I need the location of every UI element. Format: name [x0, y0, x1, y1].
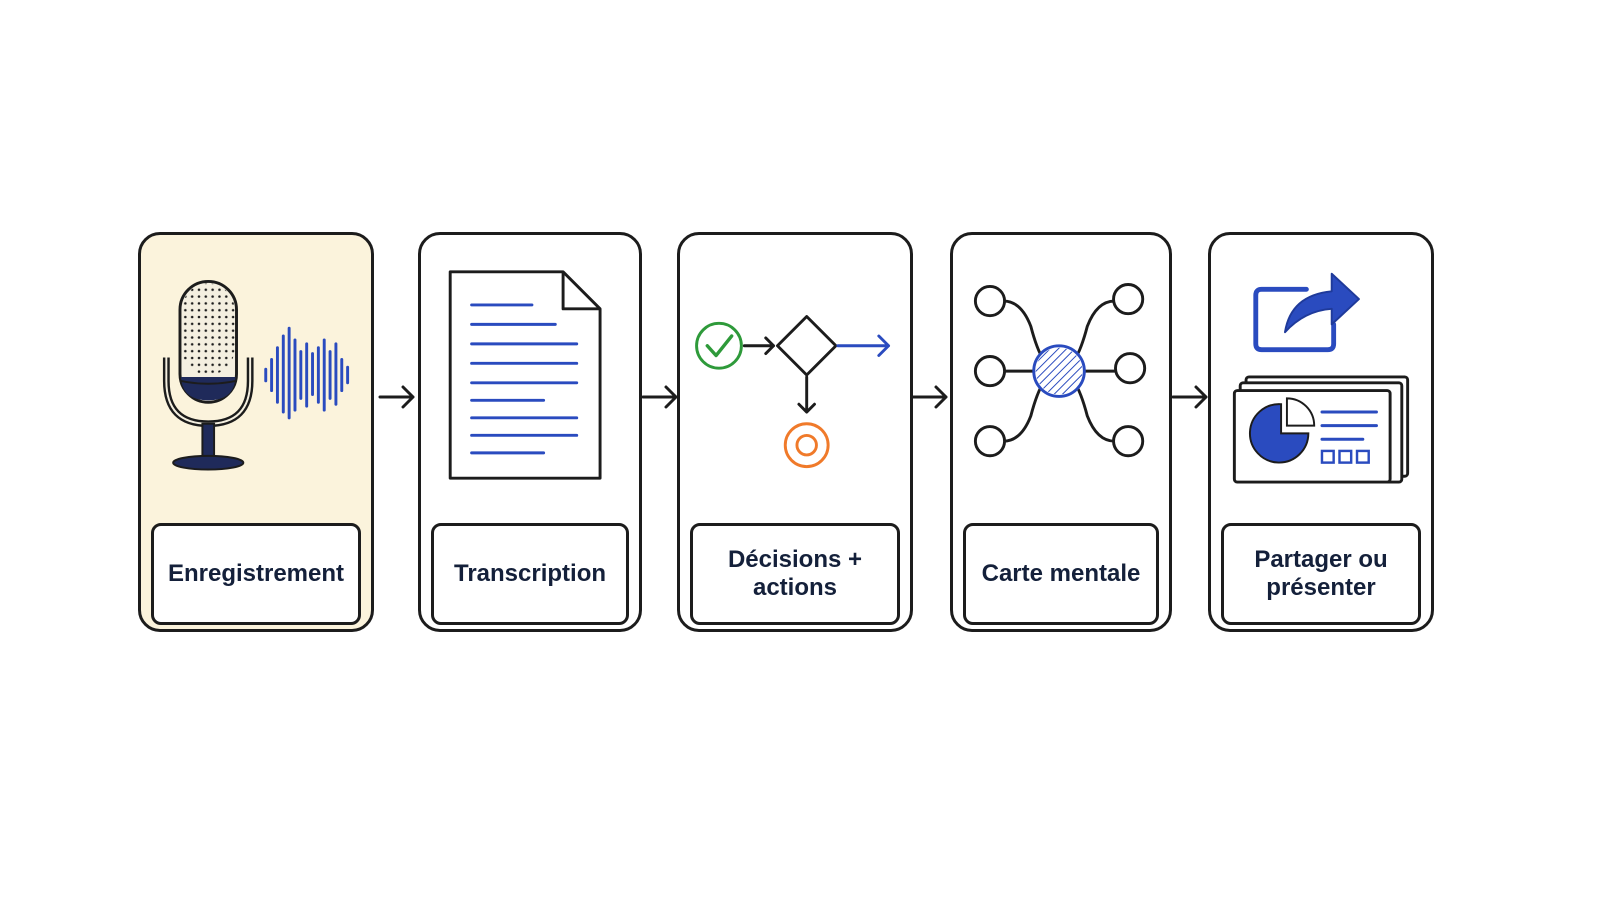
step-label: Enregistrement	[167, 560, 345, 587]
arrow-right-icon	[378, 385, 415, 409]
step-mind-map: Carte mentale	[950, 232, 1172, 632]
share-icon	[1253, 272, 1360, 353]
step-share-present: Partager ou présenter	[1208, 232, 1434, 632]
decisions-illustration	[695, 315, 891, 469]
flow-arrow	[742, 336, 776, 356]
arrow-right-icon	[1171, 385, 1208, 409]
mind-map-icon	[973, 283, 1147, 458]
step-decisions-actions: Décisions + actions	[677, 232, 913, 632]
microphone-icon	[162, 279, 254, 471]
step-label: Transcription	[453, 560, 607, 587]
step-transcription: Transcription	[418, 232, 642, 632]
decision-diamond-icon	[775, 315, 838, 377]
check-circle-icon	[695, 321, 743, 370]
flow-arrow-down	[797, 375, 816, 414]
step-label: Partager ou présenter	[1254, 546, 1388, 601]
arrow-right-icon	[911, 385, 948, 409]
step-label-box: Partager ou présenter	[1221, 523, 1421, 625]
step-recording: Enregistrement	[138, 232, 374, 632]
arrow-right-icon	[836, 334, 891, 357]
step-label-box: Enregistrement	[151, 523, 361, 625]
target-icon	[783, 422, 830, 469]
sound-wave-icon	[264, 326, 350, 420]
share-illustration	[1232, 272, 1410, 484]
step-label-box: Transcription	[431, 523, 629, 625]
recording-illustration	[162, 279, 350, 471]
step-label: Carte mentale	[981, 560, 1141, 587]
step-label-box: Décisions + actions	[690, 523, 900, 625]
step-label-box: Carte mentale	[963, 523, 1159, 625]
step-label: Décisions + actions	[727, 546, 863, 601]
transcription-illustration	[448, 270, 602, 480]
document-icon	[448, 270, 602, 480]
presentation-slides-icon	[1232, 375, 1410, 484]
mind-map-illustration	[973, 283, 1147, 458]
arrow-right-icon	[641, 385, 678, 409]
